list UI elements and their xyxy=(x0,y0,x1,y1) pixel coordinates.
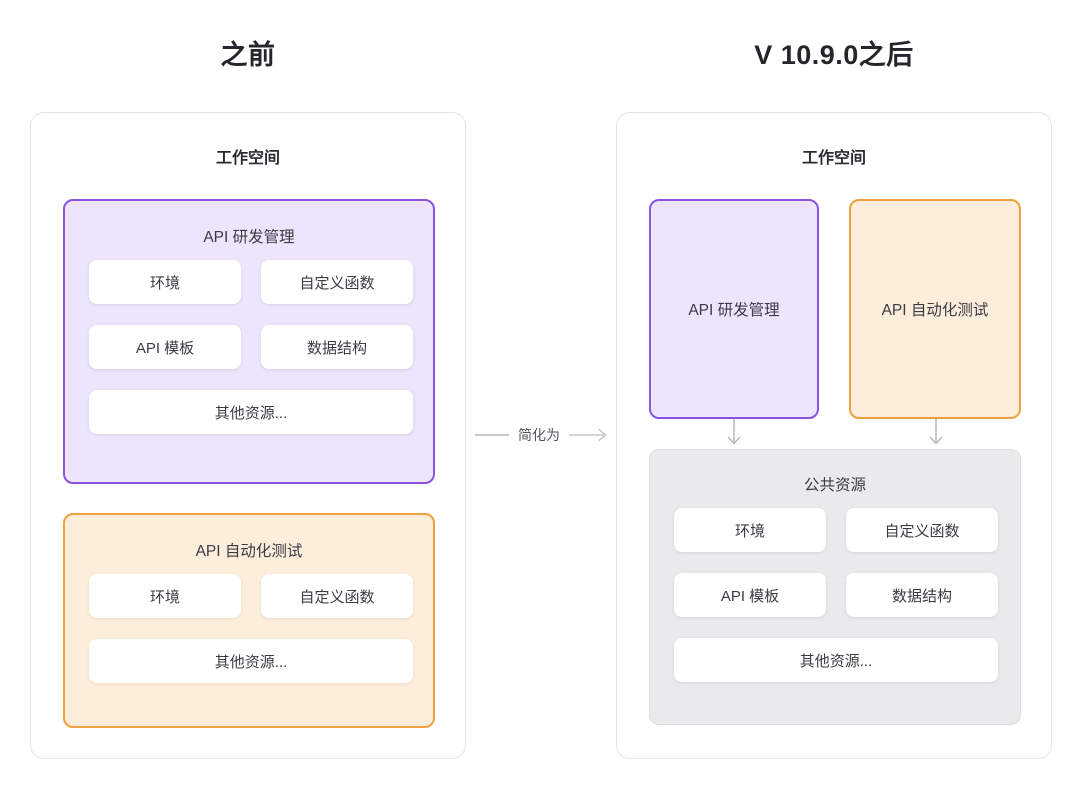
card-custom-function[interactable]: 自定义函数 xyxy=(846,508,998,552)
group-label-common-resources: 公共资源 xyxy=(803,477,866,494)
after-workspace-panel: 工作空间 API 研发管理 API 自动化测试 公共资源 环境 自定义函数 AP… xyxy=(616,112,1052,759)
connector-label: 简化为 xyxy=(518,427,560,443)
group-api-automation-test-before: API 自动化测试 环境 自定义函数 其他资源... xyxy=(63,513,435,728)
card-data-structure[interactable]: 数据结构 xyxy=(846,573,998,617)
connector-simplified-to: 简化为 xyxy=(470,420,616,450)
after-title: V 10.9.0之后 xyxy=(754,40,914,70)
group-common-resources: 公共资源 环境 自定义函数 API 模板 数据结构 其他资源... xyxy=(649,449,1021,725)
group-label-api-automation-test: API 自动化测试 xyxy=(195,543,303,560)
module-label-api-dev-management: API 研发管理 xyxy=(688,302,780,319)
card-environment[interactable]: 环境 xyxy=(674,508,826,552)
group-api-dev-management-before: API 研发管理 环境 自定义函数 API 模板 数据结构 其他资源... xyxy=(63,199,435,484)
before-title: 之前 xyxy=(220,40,276,70)
card-environment[interactable]: 环境 xyxy=(89,574,241,618)
card-environment[interactable]: 环境 xyxy=(89,260,241,304)
module-api-automation-test-after: API 自动化测试 xyxy=(849,199,1021,419)
arrow-right-icon xyxy=(569,428,607,442)
card-other-resources[interactable]: 其他资源... xyxy=(674,638,998,682)
arrow-down-icon xyxy=(727,419,741,445)
after-workspace-label: 工作空间 xyxy=(801,150,866,167)
module-api-dev-management-after: API 研发管理 xyxy=(649,199,819,419)
card-other-resources[interactable]: 其他资源... xyxy=(89,639,413,683)
arrow-down-icon xyxy=(929,419,943,445)
before-workspace-label: 工作空间 xyxy=(215,150,280,167)
connector-line xyxy=(475,434,509,436)
group-label-api-dev-management: API 研发管理 xyxy=(203,229,295,246)
card-api-template[interactable]: API 模板 xyxy=(674,573,826,617)
card-other-resources[interactable]: 其他资源... xyxy=(89,390,413,434)
before-workspace-panel: 工作空间 API 研发管理 环境 自定义函数 API 模板 数据结构 其他资源.… xyxy=(30,112,466,759)
module-label-api-automation-test: API 自动化测试 xyxy=(881,302,989,319)
card-custom-function[interactable]: 自定义函数 xyxy=(261,574,413,618)
card-data-structure[interactable]: 数据结构 xyxy=(261,325,413,369)
card-custom-function[interactable]: 自定义函数 xyxy=(261,260,413,304)
card-api-template[interactable]: API 模板 xyxy=(89,325,241,369)
